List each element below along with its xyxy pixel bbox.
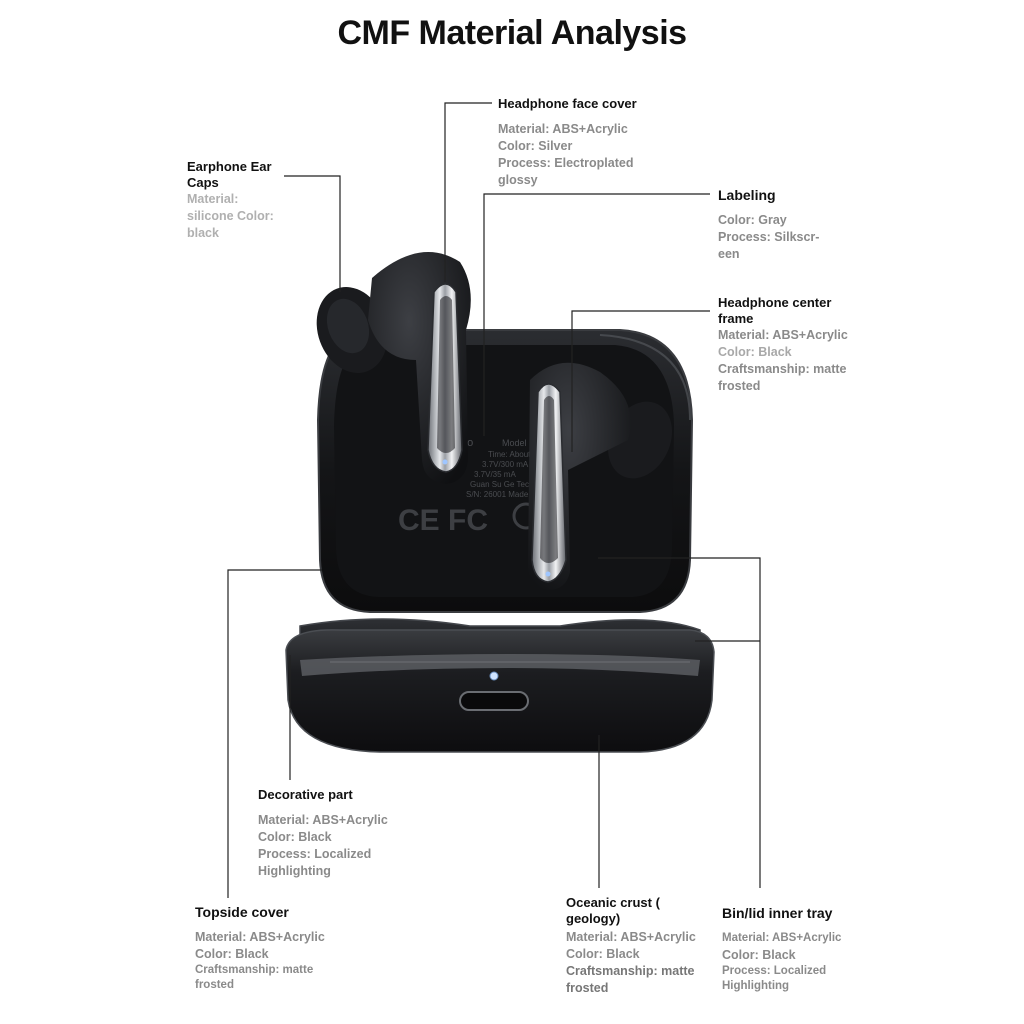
inner-tray-material: Material: ABS+Acrylic [722,932,842,944]
oceanic-material: Material: ABS+Acrylic [566,930,696,944]
print-line4: 3.7V/35 mA [474,470,516,479]
topside-material: Material: ABS+Acrylic [195,930,325,944]
print-line1: Model [502,438,527,448]
center-frame-craft: Craftsmanship: matte frosted [718,362,847,393]
face-cover-color: Color: Silver [498,139,573,153]
labeling-color: Color: Gray [718,213,787,227]
callout-ear-caps: Earphone Ear Caps Material: silicone Col… [187,159,282,242]
callout-decorative: Decorative part Material: ABS+Acrylic Co… [258,787,408,880]
decorative-color: Color: Black [258,830,332,844]
decorative-material: Material: ABS+Acrylic [258,813,388,827]
callout-face-cover: Headphone face cover Material: ABS+Acryl… [498,96,668,189]
decorative-process: Process: Localized Highlighting [258,847,372,878]
page-title: CMF Material Analysis [337,14,687,52]
charge-led [489,671,499,681]
ear-caps-heading: Earphone Ear Caps [187,159,272,190]
callout-labeling: Labeling Color: Gray Process: Silkscr- e… [718,187,828,263]
oceanic-craft: Craftsmanship: matte frosted [566,964,695,995]
center-frame-heading: Headphone center frame [718,295,832,326]
labeling-process: Process: Silkscr- een [718,230,820,261]
leader-center-frame [571,310,710,452]
callout-topside: Topside cover Material: ABS+Acrylic Colo… [195,904,335,993]
leader-labeling [483,193,710,436]
callout-oceanic: Oceanic crust ( geology) Material: ABS+A… [566,895,706,997]
inner-tray-heading: Bin/lid inner tray [722,905,833,921]
print-marks: CE FC [398,504,488,537]
callout-center-frame: Headphone center frame Material: ABS+Acr… [718,295,858,395]
oceanic-color: Color: Black [566,947,640,961]
leader-lines [227,102,761,898]
case-base [285,618,715,753]
left-led [442,459,448,465]
decorative-heading: Decorative part [258,787,353,802]
center-frame-material: Material: ABS+Acrylic [718,328,848,342]
inner-tray-process: Process: Localized Highlighting [722,965,827,992]
leader-face-cover [444,102,492,282]
leader-ear-caps [284,175,341,292]
right-earbud [528,362,673,590]
topside-color: Color: Black [195,947,269,961]
ear-caps-spec: Material: silicone Color: black [187,192,274,240]
oceanic-heading: Oceanic crust ( geology) [566,895,660,926]
labeling-heading: Labeling [718,187,776,203]
right-led [545,571,551,577]
leader-topside [227,569,322,898]
face-cover-process: Process: Electroplated glossy [498,156,634,187]
decorative-strip [300,654,700,676]
print-line5: Guan Su Ge Tech [470,480,533,489]
labeling-print: esido Model Time: About 5 3.7V/300 mA 3.… [398,437,540,537]
face-cover-material: Material: ABS+Acrylic [498,122,628,136]
print-line3: 3.7V/300 mA [482,460,529,469]
topside-craft: Craftsmanship: matte frosted [195,964,314,991]
center-frame-color: Color: Black [718,345,792,359]
callout-inner-tray: Bin/lid inner tray Material: ABS+Acrylic… [722,905,862,994]
face-cover-heading: Headphone face cover [498,96,637,111]
inner-tray-color: Color: Black [722,948,796,962]
print-line2: Time: About 5 [488,450,538,459]
left-earbud [316,252,471,484]
leader-inner-tray [598,557,761,888]
topside-heading: Topside cover [195,904,289,920]
print-line6: S/N: 26001 Made in [466,490,537,499]
usb-c-port [459,691,529,711]
